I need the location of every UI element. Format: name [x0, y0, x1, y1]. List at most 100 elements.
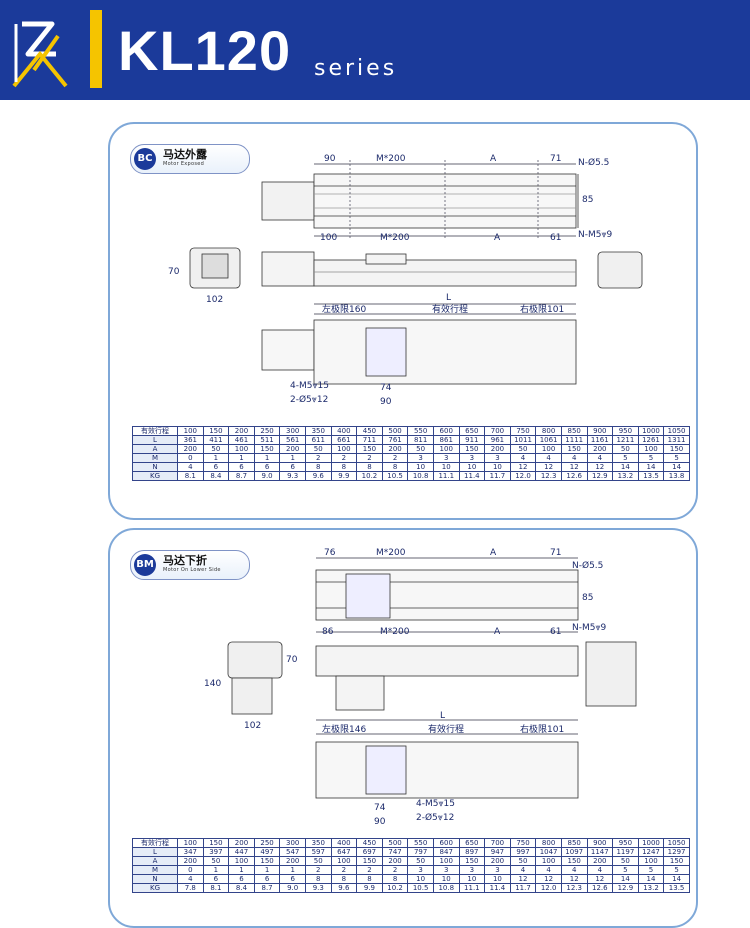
table-cell: 1	[253, 453, 281, 463]
table-header-cell: 200	[228, 838, 255, 848]
table-cell: 4	[509, 453, 537, 463]
end-view-right	[597, 251, 643, 289]
table-row-label: L	[132, 847, 178, 857]
table-cell: 12.6	[560, 471, 588, 481]
table-cell: 10	[484, 874, 511, 884]
table-header-cell: 700	[484, 426, 511, 436]
table-cell: 10	[407, 874, 434, 884]
table-cell: 3	[484, 453, 511, 463]
table-row-label: L	[132, 435, 178, 445]
table-cell: 2	[356, 453, 383, 463]
stroke-label: 有效行程	[432, 303, 468, 315]
table-cell: 6	[202, 874, 230, 884]
table-cell: 2	[304, 453, 332, 463]
holes-spec-1: 4-M5⩔15	[416, 799, 455, 809]
dim-bottom-4: 61	[550, 627, 561, 637]
table-header-cell: 450	[356, 838, 383, 848]
side-view-drawing	[261, 251, 577, 287]
table-cell: 10	[458, 462, 486, 472]
table-cell: 1	[228, 865, 255, 875]
table-header-cell: 有效行程	[132, 838, 178, 848]
table-cell: 1147	[586, 847, 614, 857]
table-cell: 1311	[663, 435, 690, 445]
dim-top-4: 71	[550, 154, 561, 164]
table-cell: 12.0	[535, 883, 562, 893]
table-cell: 1047	[535, 847, 562, 857]
right-limit-label: 右极限101	[520, 723, 564, 735]
table-cell: 4	[560, 453, 588, 463]
table-cell: 10.2	[381, 883, 409, 893]
table-cell: 150	[253, 444, 281, 454]
table-cell: 200	[279, 856, 306, 866]
table-cell: 6	[202, 462, 230, 472]
table-cell: 497	[253, 847, 281, 857]
table-cell: 1097	[560, 847, 588, 857]
table-row-label: A	[132, 856, 178, 866]
table-cell: 661	[330, 435, 358, 445]
dim-top-3: A	[490, 548, 497, 558]
table-cell: 10.5	[407, 883, 434, 893]
table-cell: 5	[637, 453, 665, 463]
dim-top-1: 76	[324, 548, 336, 558]
table-cell: 14	[612, 874, 639, 884]
table-header-cell: 150	[202, 426, 230, 436]
table-cell: 9.3	[279, 471, 306, 481]
table-cell: 9.0	[279, 883, 306, 893]
table-cell: 13.8	[663, 471, 690, 481]
table-cell: 9.6	[304, 471, 332, 481]
stroke-label: 有效行程	[428, 723, 464, 735]
table-cell: 7.8	[177, 883, 204, 893]
dim-height-85: 85	[582, 593, 593, 603]
table-cell: 447	[228, 847, 255, 857]
table-header-cell: 400	[330, 426, 358, 436]
table-cell: 200	[484, 444, 511, 454]
table-header-cell: 900	[586, 838, 614, 848]
table-header-cell: 350	[304, 426, 332, 436]
hole-spec-bottom: N-M5⩔9	[572, 623, 607, 633]
table-cell: 200	[586, 856, 614, 866]
dim-height-85: 85	[582, 195, 593, 205]
table-cell: 14	[612, 462, 639, 472]
table-cell: 100	[637, 856, 665, 866]
table-cell: 961	[484, 435, 511, 445]
drawing-motor-lower: 76 M*200 A 71 86 M*200 A 61 85 N-Ø5.5 N-…	[204, 548, 637, 827]
table-cell: 3	[432, 453, 460, 463]
table-header-cell: 1050	[663, 426, 690, 436]
table-cell: 3	[407, 865, 434, 875]
table-cell: 997	[509, 847, 537, 857]
table-cell: 100	[228, 856, 255, 866]
table-cell: 3	[407, 453, 434, 463]
table-cell: 13.2	[612, 471, 639, 481]
table-cell: 1111	[560, 435, 588, 445]
table-header-cell: 650	[458, 838, 486, 848]
table-cell: 2	[304, 865, 332, 875]
table-cell: 12	[586, 874, 614, 884]
table-cell: 9.3	[304, 883, 332, 893]
table-cell: 8	[304, 874, 332, 884]
table-header-cell: 850	[560, 426, 588, 436]
table-cell: 10.5	[381, 471, 409, 481]
table-cell: 1	[202, 865, 230, 875]
table-cell: 797	[407, 847, 434, 857]
table-cell: 347	[177, 847, 204, 857]
table-row-label: M	[132, 453, 178, 463]
end-view-width: 102	[206, 295, 223, 305]
end-view-left	[227, 641, 283, 715]
table-cell: 511	[253, 435, 281, 445]
dim-length-L: L	[440, 711, 445, 721]
table-header-cell: 550	[407, 426, 434, 436]
table-cell: 150	[560, 856, 588, 866]
table-cell: 8	[330, 462, 358, 472]
table-cell: 2	[381, 453, 409, 463]
table-header-cell: 350	[304, 838, 332, 848]
dim-90: 90	[374, 817, 386, 827]
end-view-height: 70	[168, 267, 180, 277]
header-accent-bar	[90, 10, 102, 88]
table-cell: 4	[560, 865, 588, 875]
table-cell: 1	[253, 865, 281, 875]
table-cell: 12	[586, 462, 614, 472]
